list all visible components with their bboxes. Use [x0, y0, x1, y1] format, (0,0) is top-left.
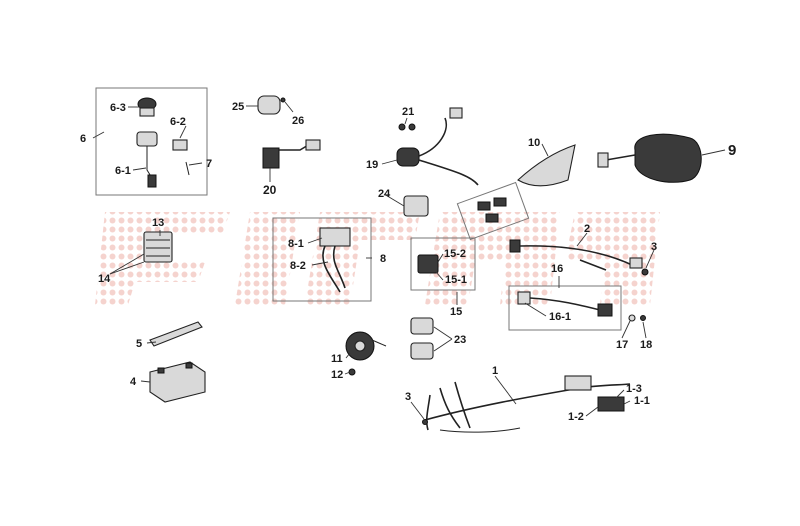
label-9: 9: [728, 142, 736, 159]
label-15: 15: [450, 306, 462, 318]
label-17: 17: [616, 339, 628, 351]
screw-18-part: [640, 315, 646, 321]
meter-part: [257, 95, 321, 169]
main-harness-part: [424, 375, 631, 433]
label-26: 26: [292, 115, 304, 127]
callout-labels: 6 6-3 6-1 6-2 7 25 26 20 21 19 24 10 9 1…: [80, 101, 736, 423]
label-6-2: 6-2: [170, 116, 186, 128]
label-1: 1: [492, 365, 498, 377]
starter-relay-part: [417, 254, 439, 274]
battery-part: [149, 361, 206, 403]
label-6: 6: [80, 133, 86, 145]
watermark: [95, 212, 660, 305]
label-21: 21: [402, 106, 414, 118]
ground-cable-part: [517, 291, 613, 317]
label-23: 23: [454, 334, 466, 346]
group-box-16: [508, 285, 622, 331]
label-8-2: 8-2: [290, 260, 306, 272]
label-15-1: 15-1: [445, 274, 467, 286]
label-7: 7: [206, 158, 212, 170]
bracket-part: [149, 321, 203, 347]
sub-harness-part: [319, 227, 351, 293]
battery-cable-part: [509, 239, 643, 271]
group-box-15: [410, 237, 476, 291]
label-1-1: 1-1: [634, 395, 650, 407]
ignition-coil-part: [597, 133, 702, 183]
label-13: 13: [152, 217, 164, 229]
label-10: 10: [528, 137, 540, 149]
label-19: 19: [366, 159, 378, 171]
handle-switch-part: [396, 107, 479, 186]
label-5: 5: [136, 338, 142, 350]
leader-lines: [92, 101, 726, 420]
label-1-2: 1-2: [568, 411, 584, 423]
label-8-1: 8-1: [288, 238, 304, 250]
label-4: 4: [130, 376, 137, 388]
label-24: 24: [378, 188, 391, 200]
label-12: 12: [331, 369, 343, 381]
label-16-1: 16-1: [549, 311, 571, 323]
label-16: 16: [551, 263, 563, 275]
relay-part: [403, 195, 429, 217]
bolt-3-part: [641, 268, 649, 276]
label-25: 25: [232, 101, 244, 113]
sleeve-part: [456, 144, 576, 241]
label-14: 14: [98, 273, 111, 285]
label-11: 11: [331, 353, 343, 365]
label-3b: 3: [405, 391, 411, 403]
label-18: 18: [640, 339, 652, 351]
bolt-3b-part: [422, 419, 428, 425]
relay-pair-part: [410, 317, 434, 360]
label-20: 20: [263, 183, 277, 197]
ignition-switch-part: [136, 97, 190, 188]
label-3a: 3: [651, 241, 657, 253]
label-15-2: 15-2: [444, 248, 466, 260]
label-2: 2: [584, 223, 590, 235]
label-8: 8: [380, 253, 386, 265]
group-box-8: [272, 217, 372, 302]
label-6-3: 6-3: [110, 102, 126, 114]
washer-17-part: [628, 314, 636, 322]
group-box-6: [95, 87, 208, 196]
rectifier-part: [143, 231, 173, 263]
horn-part: [345, 331, 387, 361]
label-1-3: 1-3: [626, 383, 642, 395]
label-6-1: 6-1: [115, 165, 131, 177]
